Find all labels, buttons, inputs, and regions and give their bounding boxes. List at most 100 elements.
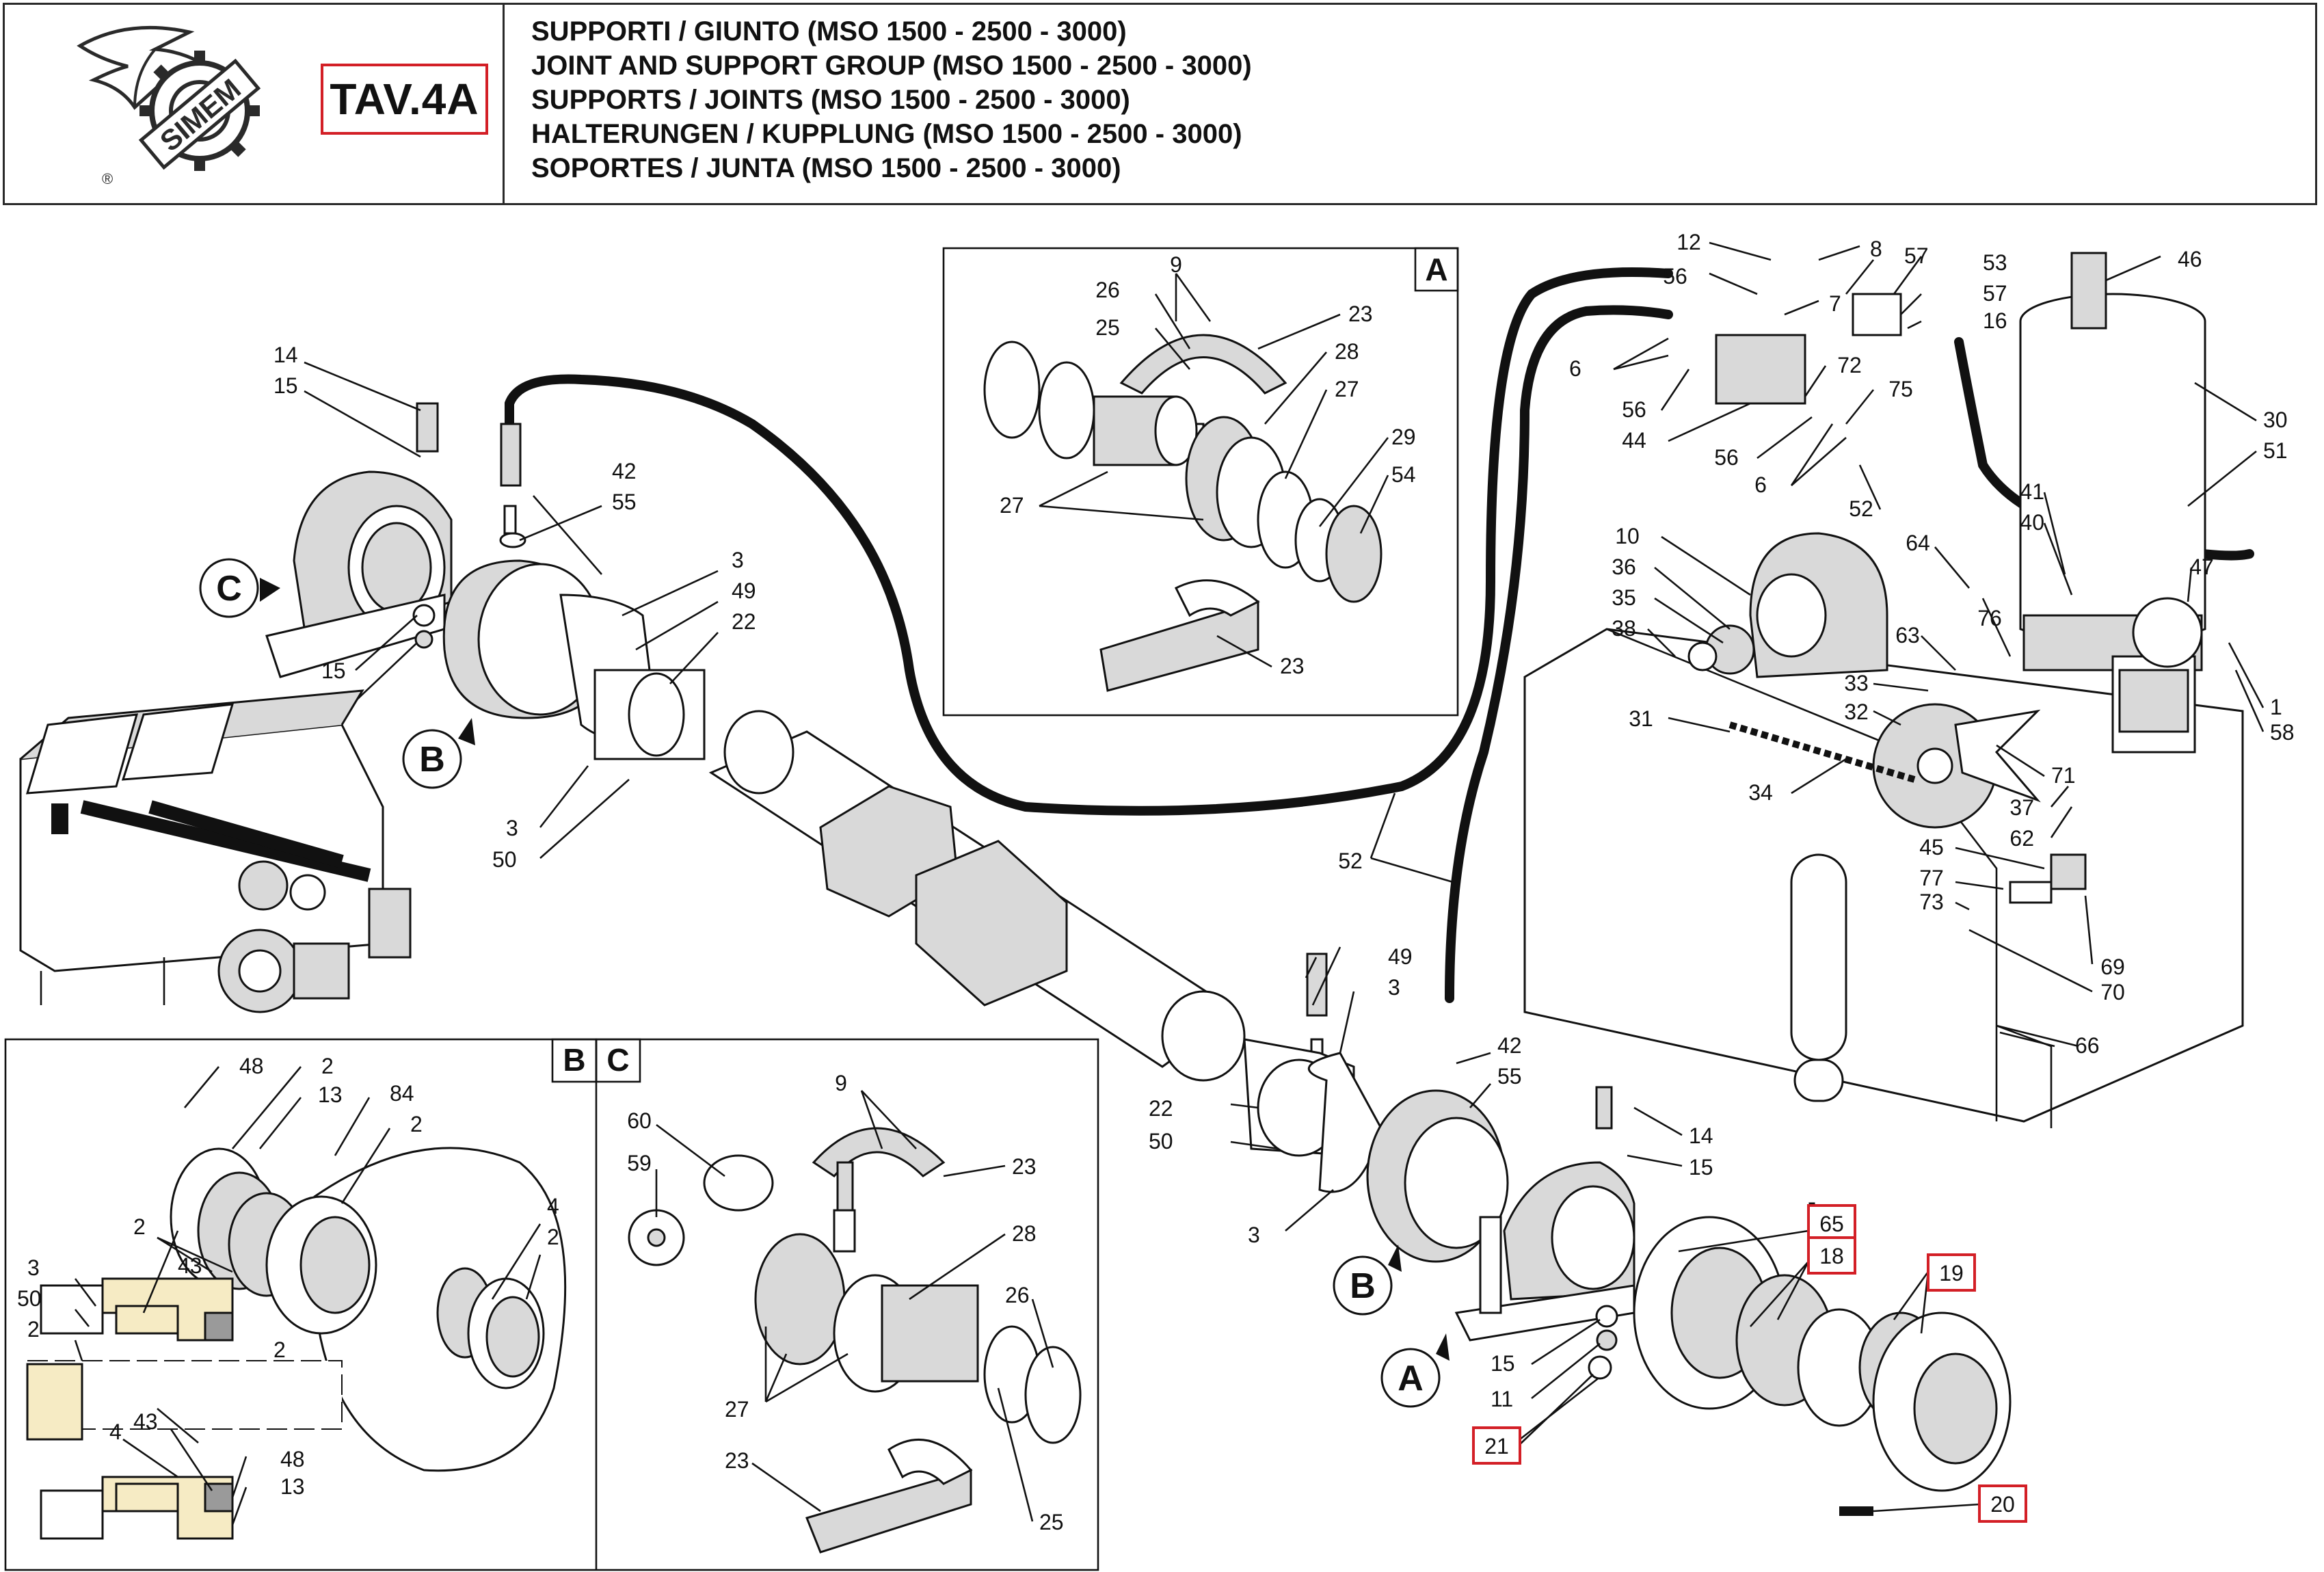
- callout-72: 72: [1837, 353, 1862, 377]
- table-code: TAV.4A: [321, 64, 488, 135]
- callout-c-28: 28: [1012, 1221, 1037, 1246]
- callout-55-left: 55: [612, 490, 637, 514]
- callout-a-23-bottom: 23: [1280, 654, 1305, 678]
- callout-c-23-top: 23: [1012, 1154, 1037, 1179]
- detail-a-tag: A: [1425, 252, 1447, 287]
- callout-32: 32: [1844, 700, 1869, 724]
- title-list: SUPPORTI / GIUNTO (MSO 1500 - 2500 - 300…: [531, 14, 1252, 185]
- view-c-marker: [199, 558, 259, 618]
- callout-31: 31: [1629, 706, 1653, 731]
- callout-62: 62: [2009, 826, 2034, 851]
- callout-57-top: 57: [1904, 243, 1929, 268]
- view-b-label-center: B: [1350, 1266, 1376, 1306]
- view-a-label: A: [1398, 1359, 1424, 1398]
- callout-22-center: 22: [1149, 1096, 1173, 1121]
- callout-a-29: 29: [1391, 425, 1416, 449]
- callout-14-center: 14: [1689, 1123, 1713, 1148]
- title-de: HALTERUNGEN / KUPPLUNG (MSO 1500 - 2500 …: [531, 119, 1242, 149]
- view-a-marker: [1380, 1348, 1441, 1408]
- callout-b-13-bottom: 13: [280, 1474, 305, 1499]
- callout-37: 37: [2009, 795, 2034, 820]
- callout-70: 70: [2100, 980, 2125, 1004]
- callout-50-center: 50: [1149, 1129, 1173, 1154]
- callout-16: 16: [1983, 308, 2007, 333]
- oil-tank-assembly: 66: [1523, 230, 2295, 1128]
- title-block: SIMEM ® TAV.4A SUPPORTI / GIUNTO (MSO 15…: [3, 3, 2317, 205]
- callout-c-59: 59: [627, 1151, 652, 1175]
- callout-46: 46: [2178, 247, 2202, 271]
- callout-55-center: 55: [1497, 1064, 1522, 1089]
- logo-cell: SIMEM ® TAV.4A: [5, 5, 505, 203]
- callout-b-2-right: 2: [410, 1112, 423, 1136]
- callout-42-center: 42: [1497, 1033, 1522, 1058]
- callout-66: 66: [2075, 1033, 2100, 1058]
- callout-11-center: 11: [1491, 1387, 1513, 1411]
- callout-b-2-far-right: 2: [547, 1225, 559, 1249]
- callout-15-center-bottom: 15: [1491, 1351, 1515, 1376]
- callout-a-25: 25: [1095, 315, 1120, 340]
- callout-3-left-top: 3: [732, 548, 744, 572]
- callout-c-27: 27: [725, 1397, 749, 1422]
- callout-75: 75: [1888, 377, 1913, 401]
- callout-3-center-top: 3: [1388, 975, 1400, 1000]
- callout-30: 30: [2263, 408, 2288, 432]
- title-it: SUPPORTI / GIUNTO (MSO 1500 - 2500 - 300…: [531, 16, 1127, 46]
- callout-49-left: 49: [732, 578, 756, 603]
- callout-c-14: 14: [273, 343, 298, 367]
- callout-76: 76: [1977, 606, 2002, 630]
- callout-65: 65: [1819, 1212, 1844, 1236]
- callout-a-28: 28: [1335, 339, 1359, 364]
- title-fr: SUPPORTS / JOINTS (MSO 1500 - 2500 - 300…: [531, 85, 1130, 115]
- callout-15-center-top: 15: [1689, 1155, 1713, 1180]
- callout-20: 20: [1990, 1492, 2015, 1517]
- callout-47: 47: [2189, 555, 2214, 579]
- callout-8: 8: [1870, 237, 1882, 261]
- view-b-marker-center: [1333, 1255, 1393, 1316]
- callout-c-15-bottom: 15: [321, 658, 346, 683]
- callout-35: 35: [1612, 585, 1636, 610]
- left-support-c: 14 15 15 11 C: [199, 343, 453, 714]
- callout-a-27-left: 27: [1000, 493, 1024, 518]
- callout-18: 18: [1819, 1244, 1844, 1268]
- callout-b-43-top: 43: [178, 1253, 202, 1278]
- callout-c-25: 25: [1039, 1510, 1064, 1534]
- left-flange-b: 42 55 3 49 22 3 50 B: [402, 423, 756, 872]
- callout-c-15-top: 15: [273, 373, 298, 398]
- callout-c-23-bottom: 23: [725, 1448, 749, 1473]
- callout-b-2-left: 2: [133, 1214, 146, 1239]
- callout-b-2-top: 2: [321, 1054, 334, 1078]
- main-shaft: [708, 710, 1246, 1082]
- callout-33: 33: [1844, 671, 1869, 695]
- callout-a-26: 26: [1095, 278, 1120, 302]
- callout-40: 40: [2020, 510, 2044, 535]
- callout-b-3: 3: [27, 1255, 40, 1280]
- callout-21: 21: [1484, 1434, 1509, 1458]
- callout-69: 69: [2100, 955, 2125, 979]
- callout-b-4-right: 4: [547, 1194, 559, 1218]
- callout-22-left: 22: [732, 609, 756, 634]
- callout-51: 51: [2263, 438, 2288, 463]
- callout-b-50: 50: [17, 1286, 42, 1311]
- callout-12: 12: [1677, 230, 1701, 254]
- callout-64: 64: [1906, 531, 1930, 555]
- callout-49-center: 49: [1388, 944, 1413, 969]
- callout-38: 38: [1612, 616, 1636, 641]
- callout-b-48-top: 48: [239, 1054, 264, 1078]
- callout-63: 63: [1895, 623, 1920, 648]
- callout-a-23-top: 23: [1348, 302, 1373, 326]
- detail-bc-panel: B C: [4, 1038, 1099, 1571]
- callout-3-left-bottom: 3: [506, 816, 518, 840]
- callout-45: 45: [1919, 835, 1944, 860]
- callout-10: 10: [1615, 524, 1640, 548]
- callout-1: 1: [2270, 695, 2282, 719]
- hose-52-lower: [1445, 305, 1673, 1003]
- coupling-group: 65 18 19 21 20: [1472, 1202, 2027, 1523]
- registered-mark: ®: [102, 170, 113, 187]
- callout-6-right: 6: [1754, 472, 1767, 497]
- callout-c-60: 60: [627, 1108, 652, 1133]
- callout-b-43-bottom: 43: [133, 1409, 158, 1434]
- callout-73: 73: [1919, 890, 1944, 914]
- callout-6-left: 6: [1569, 356, 1581, 381]
- callout-56-mid: 56: [1622, 397, 1646, 422]
- callout-36: 36: [1612, 555, 1636, 579]
